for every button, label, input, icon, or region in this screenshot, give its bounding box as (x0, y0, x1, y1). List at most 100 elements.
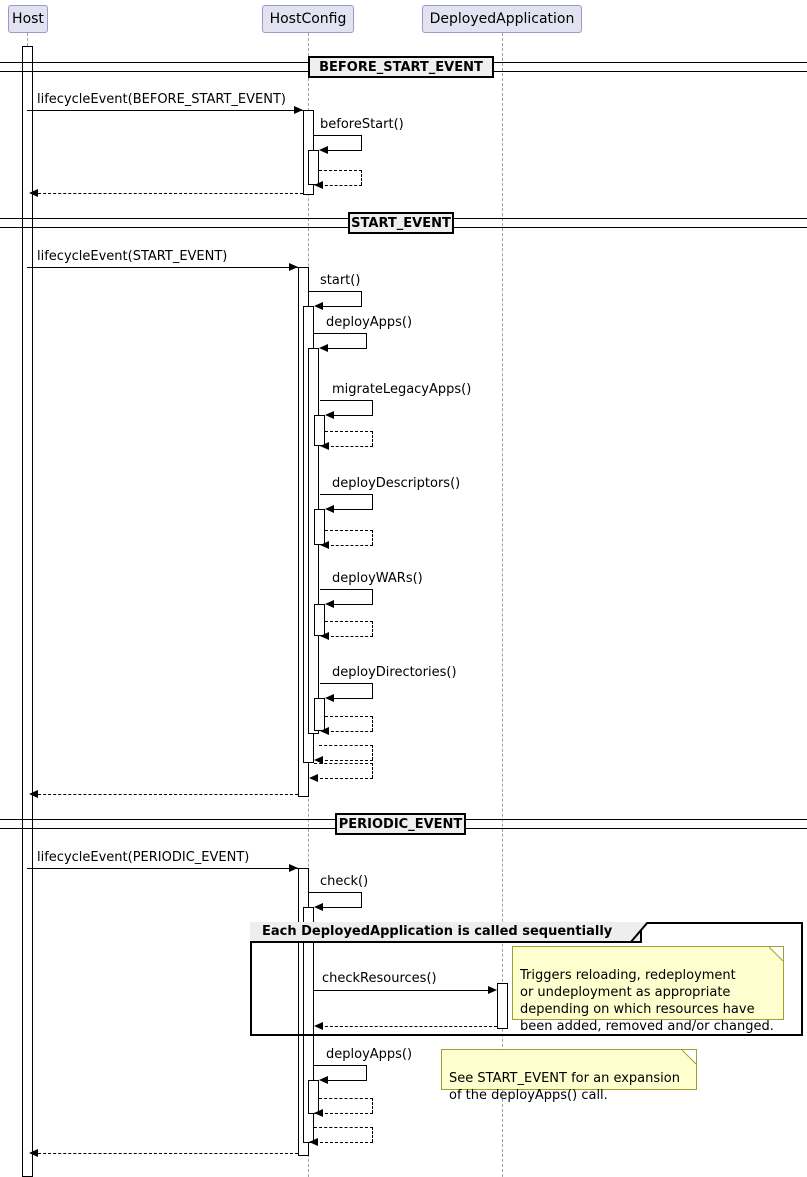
message-text: deployWARs() (332, 571, 423, 586)
divider-start-event-label: START_EVENT (351, 215, 451, 231)
arrowhead-left (320, 727, 329, 735)
arrowhead-left (320, 442, 329, 450)
selfcall-vert-check (361, 892, 362, 907)
group-label-text: Each DeployedApplication is called seque… (262, 924, 613, 939)
selfcall-vert-start (361, 291, 362, 306)
message-label-beforestart: beforeStart() (320, 118, 404, 131)
participant-host[interactable]: Host (8, 5, 48, 33)
arrowhead-left (319, 1076, 328, 1084)
participant-hostconfig-label: HostConfig (269, 11, 347, 27)
message-label-start: start() (320, 274, 360, 287)
note-check-resources: Triggers reloading, redeployment or unde… (512, 946, 784, 1034)
activation-hostconfig-check-self (303, 907, 314, 1143)
activation-deployedapplication-checkresources (497, 983, 508, 1029)
divider-periodic-event-label: PERIODIC_EVENT (338, 816, 463, 832)
note-text: See START_EVENT for an expansion of the … (449, 1070, 680, 1103)
return-arrow-periodic-event (33, 1153, 298, 1154)
arrowhead-right (294, 106, 303, 114)
selfcall-top-start (309, 291, 362, 292)
arrowhead-left (319, 146, 328, 154)
selfcall-vert-deploywars (372, 589, 373, 604)
activation-hostconfig-deploydescriptors-self (314, 509, 325, 545)
message-label-lifecycle-before-start: lifecycleEvent(BEFORE_START_EVENT) (37, 93, 286, 106)
selfreturn-top-deploydirectories (325, 716, 373, 717)
message-label-deploydirectories: deployDirectories() (332, 666, 457, 679)
message-text: lifecycleEvent(BEFORE_START_EVENT) (37, 92, 286, 107)
return-arrow-checkresources (320, 1026, 497, 1027)
selfcall-bottom-migratelegacyapps (331, 415, 373, 416)
selfcall-vert-deployapps (366, 333, 367, 348)
arrowhead-left (325, 600, 334, 608)
selfreturn-vert-migratelegacyapps (372, 431, 373, 446)
divider-before-start-event-label: BEFORE_START_EVENT (319, 59, 483, 75)
message-label-migratelegacyapps: migrateLegacyApps() (332, 383, 471, 396)
selfreturn-top-start (314, 763, 373, 764)
arrowhead-left (319, 344, 328, 352)
return-arrow-before-start (33, 193, 303, 194)
selfcall-top-deployapps (314, 333, 367, 334)
selfcall-top-check (309, 892, 362, 893)
selfcall-top-deploywars (320, 589, 373, 590)
arrowhead-left (309, 1138, 318, 1146)
selfcall-top-migratelegacyapps (320, 400, 373, 401)
message-text: check() (320, 874, 369, 889)
selfreturn-bottom-deploydirectories (326, 731, 373, 732)
selfcall-vert-migratelegacyapps (372, 400, 373, 415)
message-arrow-lifecycle-periodic (27, 868, 298, 869)
message-arrow-lifecycle-before-start (27, 110, 303, 111)
group-label-notch-icon (630, 922, 648, 943)
divider-start-event: START_EVENT (348, 212, 454, 234)
arrowhead-left (325, 505, 334, 513)
selfreturn-bottom-deploydescriptors (326, 545, 373, 546)
selfreturn-bottom-check (315, 1142, 373, 1143)
selfreturn-top-migratelegacyapps (325, 431, 373, 432)
participant-deployedapplication[interactable]: DeployedApplication (422, 5, 582, 33)
arrowhead-left (29, 790, 38, 798)
message-label-deployapps-start: deployApps() (326, 316, 412, 329)
note-text: Triggers reloading, redeployment or unde… (520, 967, 774, 1034)
arrowhead-right (488, 986, 497, 994)
selfreturn-vert-start (372, 763, 373, 778)
arrowhead-left (325, 411, 334, 419)
selfreturn-top-deploywars (325, 621, 373, 622)
activation-hostconfig-periodic-deployapps-self (308, 1080, 319, 1114)
selfreturn-vert-beforestart (361, 170, 362, 185)
message-text: deployApps() (326, 315, 413, 330)
selfcall-vert-deployapps-periodic (366, 1065, 367, 1080)
message-label-deploywars: deployWARs() (332, 572, 423, 585)
participant-hostconfig[interactable]: HostConfig (262, 5, 354, 33)
selfreturn-bottom-deployapps-periodic (320, 1113, 373, 1114)
message-text: deployDescriptors() (332, 476, 461, 491)
selfcall-top-deploydescriptors (320, 494, 373, 495)
selfcall-top-deploydirectories (320, 683, 373, 684)
selfcall-top-deployapps-periodic (314, 1065, 367, 1066)
selfreturn-bottom-start (315, 778, 373, 779)
arrowhead-left (314, 302, 323, 310)
selfreturn-bottom-deploywars (326, 636, 373, 637)
selfcall-bottom-start (320, 306, 362, 307)
selfreturn-bottom-beforestart (320, 185, 362, 186)
arrowhead-left (29, 189, 38, 197)
selfreturn-bottom-deployapps (320, 760, 373, 761)
message-label-lifecycle-start: lifecycleEvent(START_EVENT) (37, 250, 227, 263)
group-label-each-deployed-application: Each DeployedApplication is called seque… (250, 922, 642, 943)
selfreturn-vert-deployapps-periodic (372, 1098, 373, 1113)
selfcall-vert-deploydescriptors (372, 494, 373, 509)
message-text: beforeStart() (320, 117, 404, 132)
participant-deployedapplication-label: DeployedApplication (429, 11, 575, 27)
message-label-check: check() (320, 875, 368, 888)
selfreturn-top-deployapps (319, 745, 373, 746)
message-text: checkResources() (322, 971, 437, 986)
activation-hostconfig-migratelegacyapps-self (314, 415, 325, 446)
message-text: deployDirectories() (332, 665, 457, 680)
note-fold-icon (769, 947, 783, 961)
message-label-deployapps-periodic: deployApps() (326, 1048, 412, 1061)
selfcall-bottom-beforestart (325, 150, 362, 151)
selfcall-bottom-check (320, 907, 362, 908)
selfreturn-top-check (314, 1127, 373, 1128)
arrowhead-left (325, 694, 334, 702)
selfreturn-vert-deploydirectories (372, 716, 373, 731)
arrowhead-left (314, 756, 323, 764)
participant-host-label: Host (12, 11, 44, 27)
